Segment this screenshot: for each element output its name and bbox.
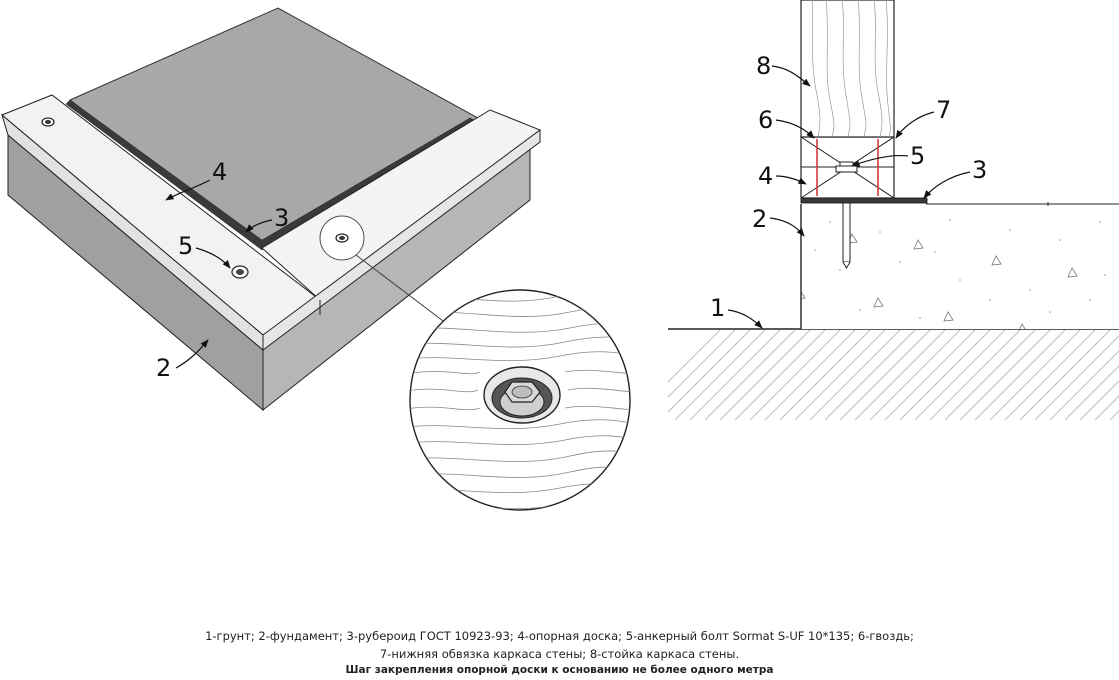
ground-hatch: [668, 330, 1119, 420]
callout-2: 2: [752, 205, 767, 233]
callout-5: 5: [910, 142, 925, 170]
magnifier-detail: [409, 289, 631, 511]
legend-line-1: 1-грунт; 2-фундамент; 3-рубероид ГОСТ 10…: [205, 629, 914, 643]
anchor-bolt-icon: [319, 215, 365, 261]
concrete-dots: [814, 219, 1106, 319]
anchor-bolt-icon: [231, 265, 249, 279]
legend-line-2: 7-нижняя обвязка каркаса стены; 8-стойка…: [379, 647, 740, 661]
support-board-right-edge: [262, 129, 541, 352]
foundation-section: [801, 204, 1119, 329]
callout-1: 1: [710, 294, 725, 322]
bolt-nut: [835, 165, 858, 173]
callout-3: 3: [972, 156, 987, 184]
concrete-texture: [801, 233, 1078, 329]
stud-wood-grain: [811, 0, 891, 138]
isometric-view: 4 3 5 2: [1, 7, 631, 511]
callout-8: 8: [756, 52, 771, 80]
tar-paper-section: [800, 197, 928, 204]
callout-3: 3: [274, 204, 289, 232]
callout-4: 4: [758, 162, 773, 190]
bolt-head-icon: [483, 366, 561, 424]
legend-note: Шаг закрепления опорной доски к основани…: [345, 664, 774, 676]
callout-7: 7: [936, 96, 951, 124]
callout-6: 6: [758, 106, 773, 134]
wall-stud: [800, 0, 895, 138]
callout-4: 4: [212, 158, 227, 186]
bolt-hole-icon: [41, 117, 55, 127]
callout-2: 2: [156, 354, 171, 382]
callout-5: 5: [178, 232, 193, 260]
cross-section-view: 8 7 6 5 4 3 2 1: [668, 0, 1119, 420]
